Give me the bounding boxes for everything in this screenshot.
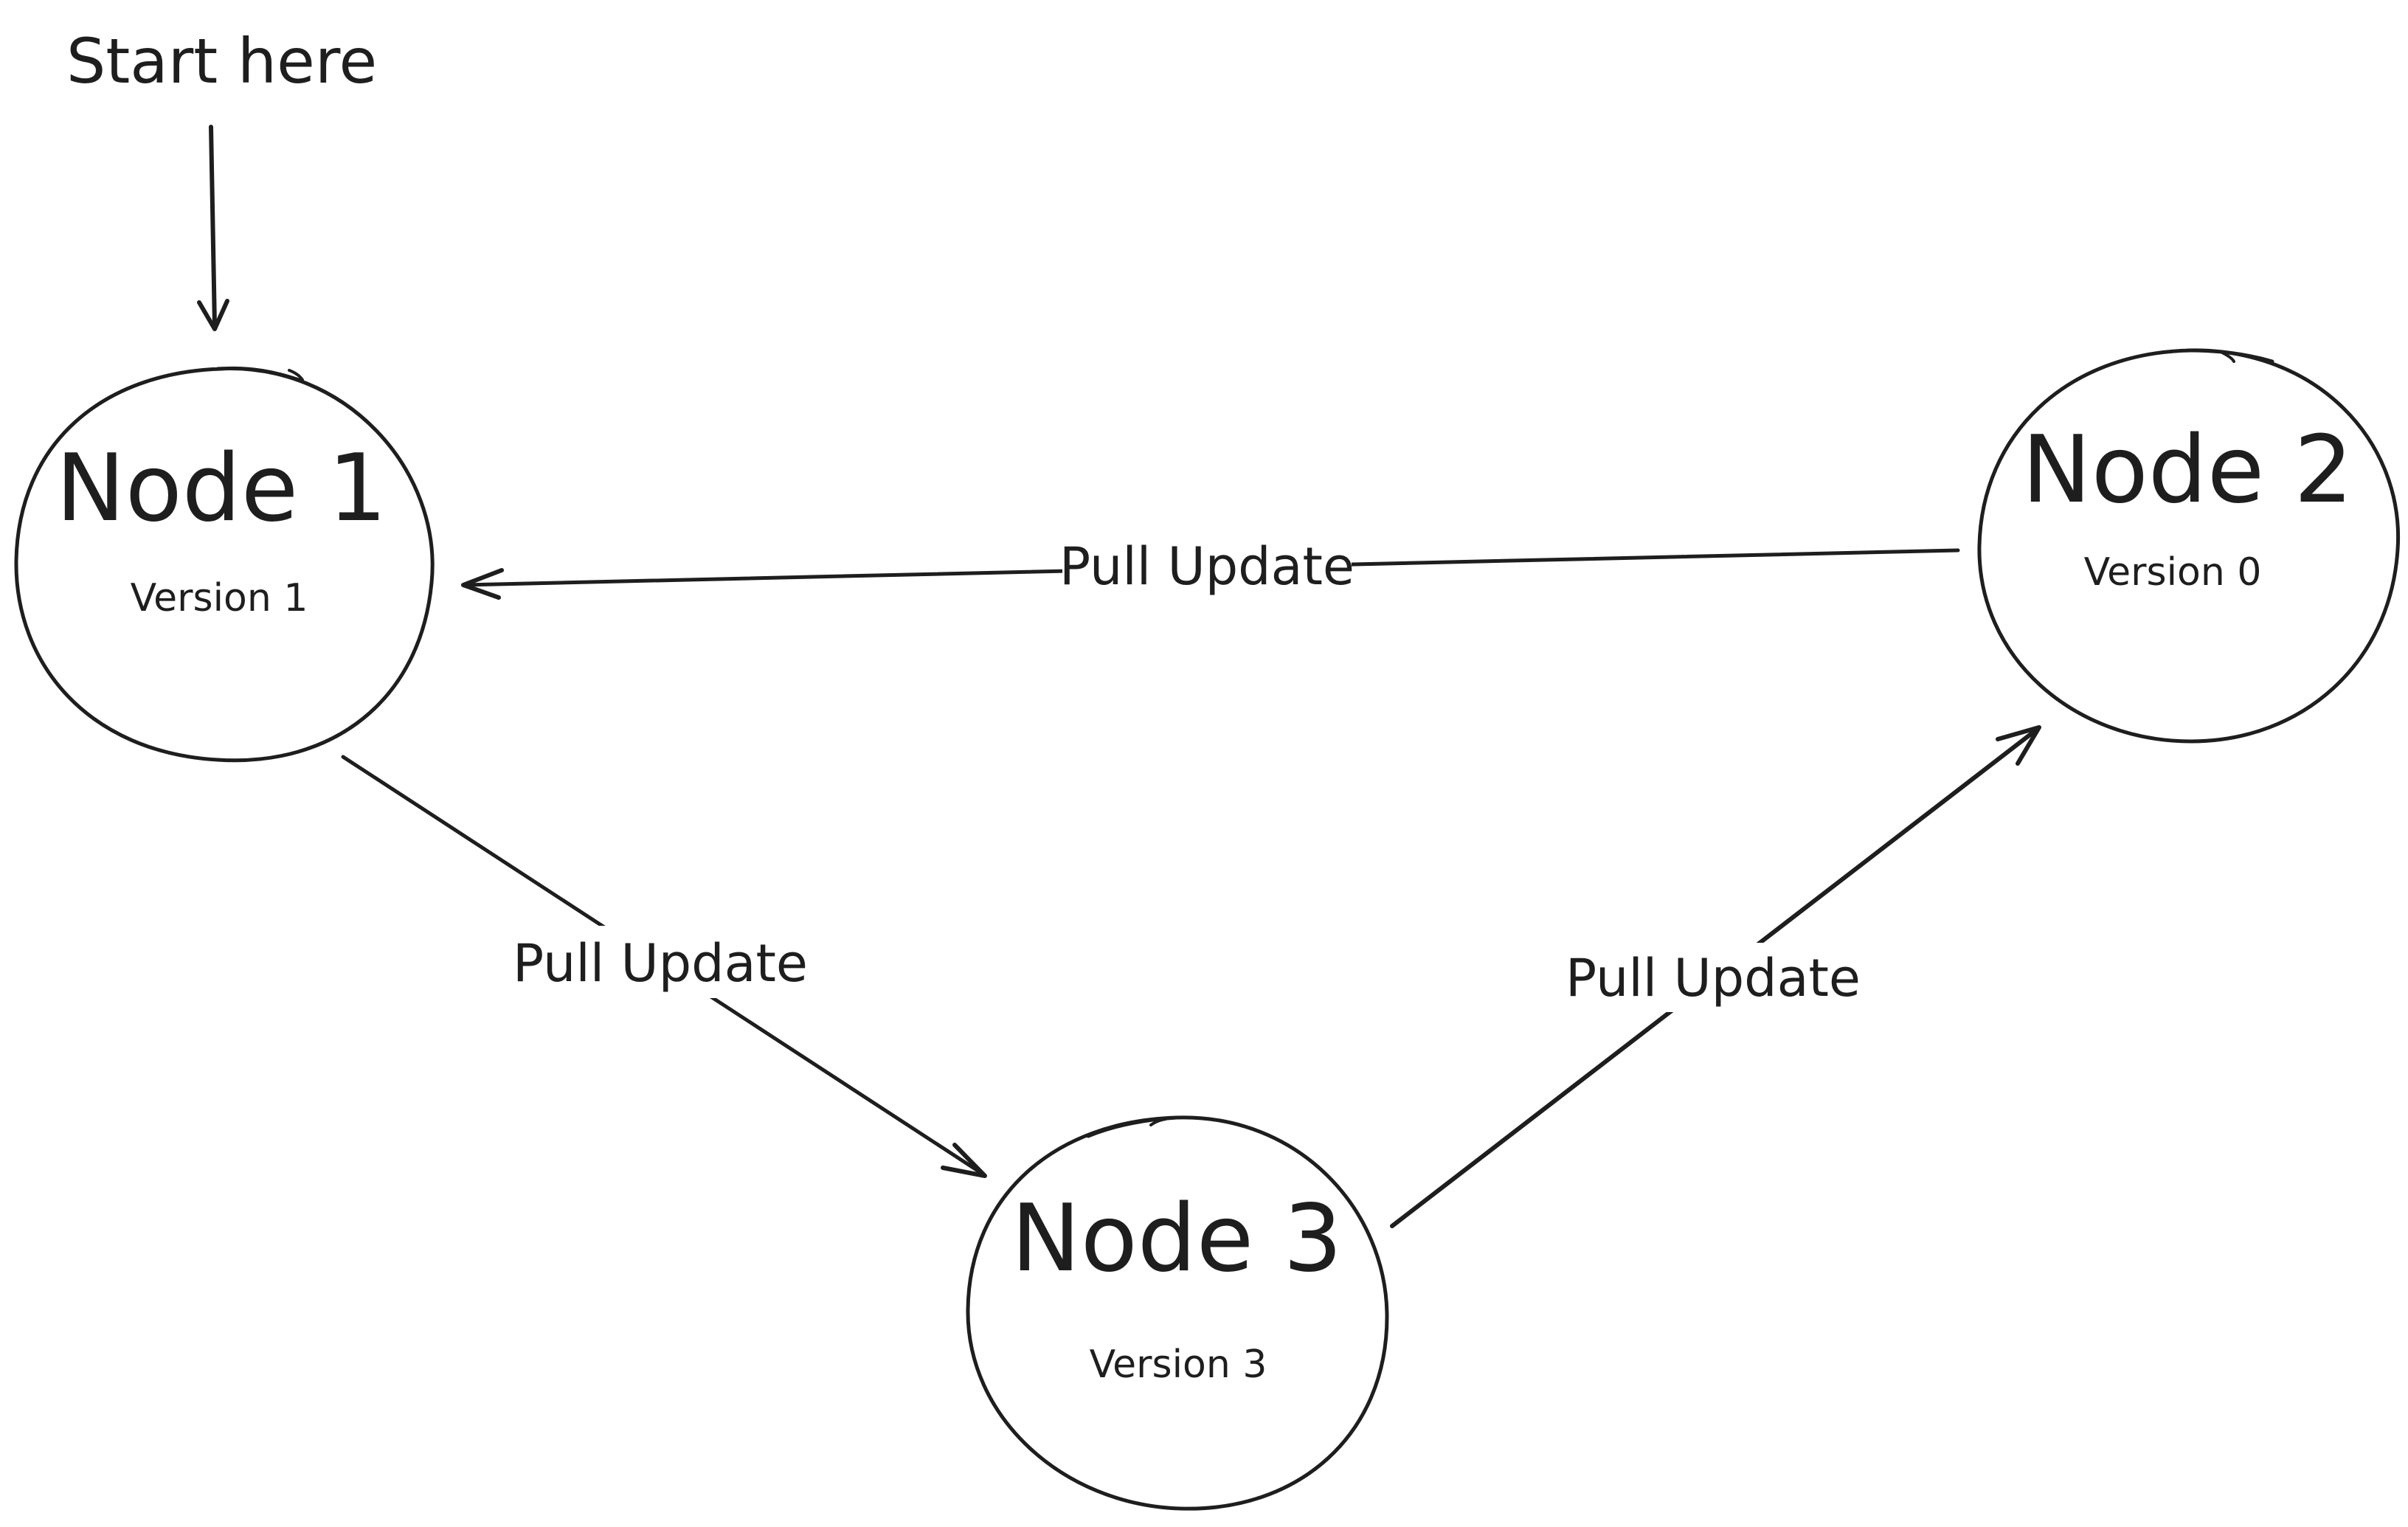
node-version: Version 3	[1090, 1343, 1267, 1387]
edge-node3-to-node2: Pull Update	[1390, 725, 2041, 1228]
edge-label: Pull Update	[1565, 948, 1861, 1008]
edge-label: Pull Update	[513, 933, 808, 994]
edge-node1-to-node3: Pull Update	[341, 755, 987, 1178]
node-1: Node 1 Version 1	[14, 366, 435, 763]
node-title: Node 1	[55, 434, 387, 542]
node-version: Version 1	[131, 576, 308, 620]
start-label: Start here	[66, 25, 377, 97]
node-title: Node 3	[1011, 1184, 1342, 1292]
node-2: Node 2 Version 0	[1977, 348, 2401, 744]
edge-node2-to-node1: Pull Update	[461, 536, 1960, 600]
node-3: Node 3 Version 3	[966, 1115, 1389, 1511]
edge-label: Pull Update	[1059, 536, 1354, 597]
node-version: Version 0	[2084, 550, 2262, 595]
start-arrow	[197, 125, 229, 331]
node-title: Node 2	[2021, 415, 2353, 524]
